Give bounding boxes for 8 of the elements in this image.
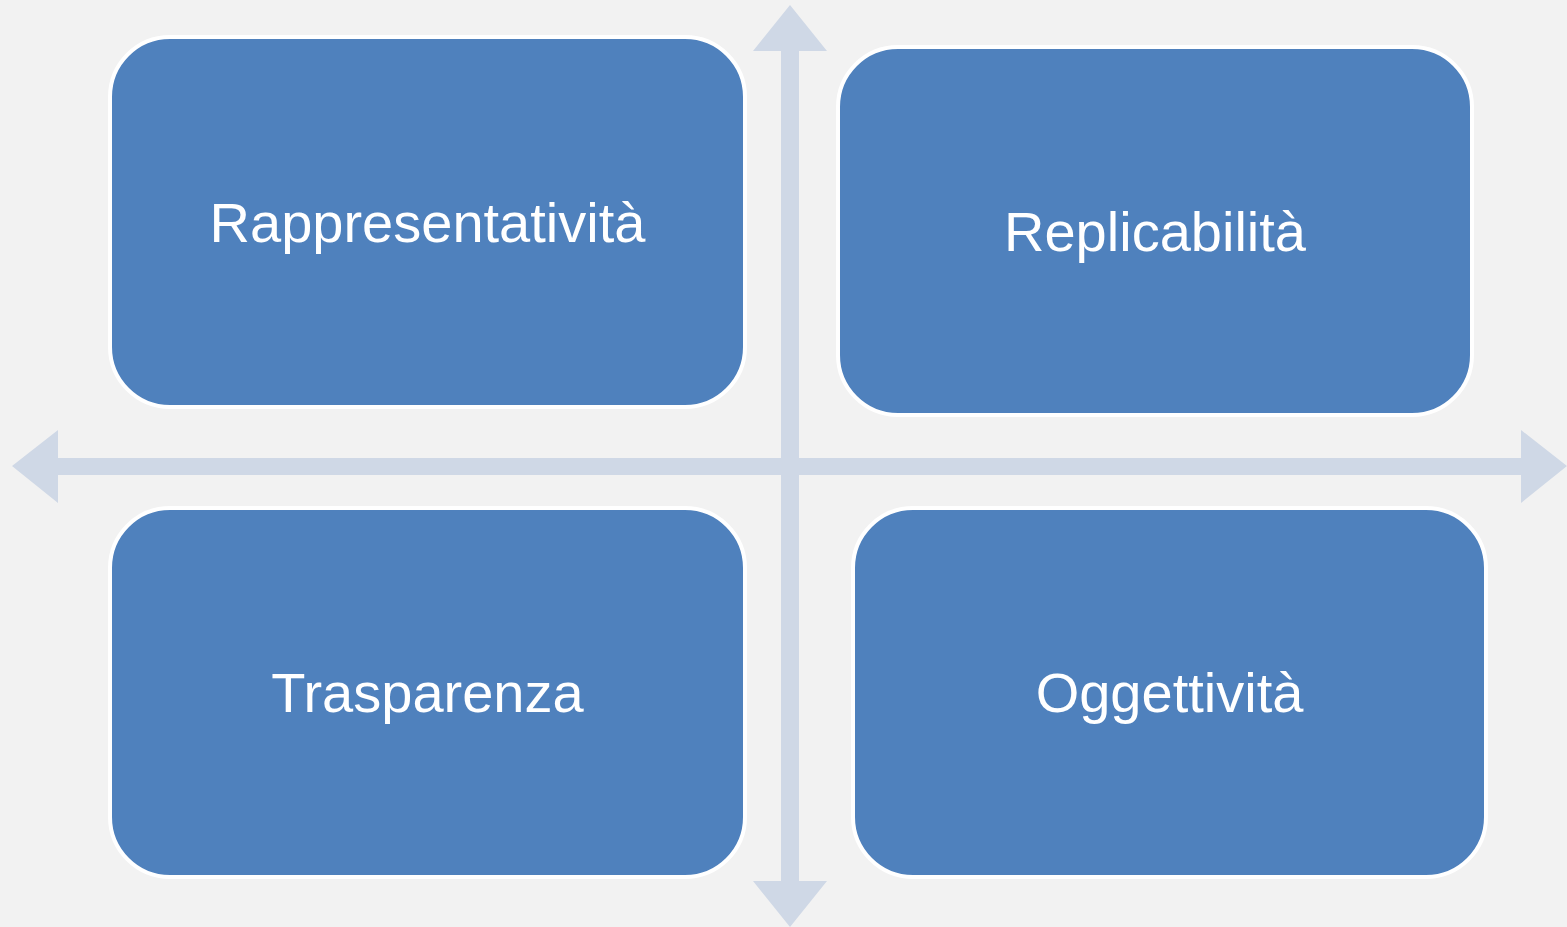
rounded-box (108, 35, 747, 409)
box-label: Trasparenza (271, 660, 584, 725)
rounded-box (836, 45, 1474, 417)
rounded-box (851, 506, 1488, 879)
box-label: Replicabilità (1004, 198, 1306, 264)
box-label: Oggettività (1035, 660, 1304, 725)
box-label: Rappresentatività (209, 189, 646, 255)
rounded-box (108, 506, 747, 879)
